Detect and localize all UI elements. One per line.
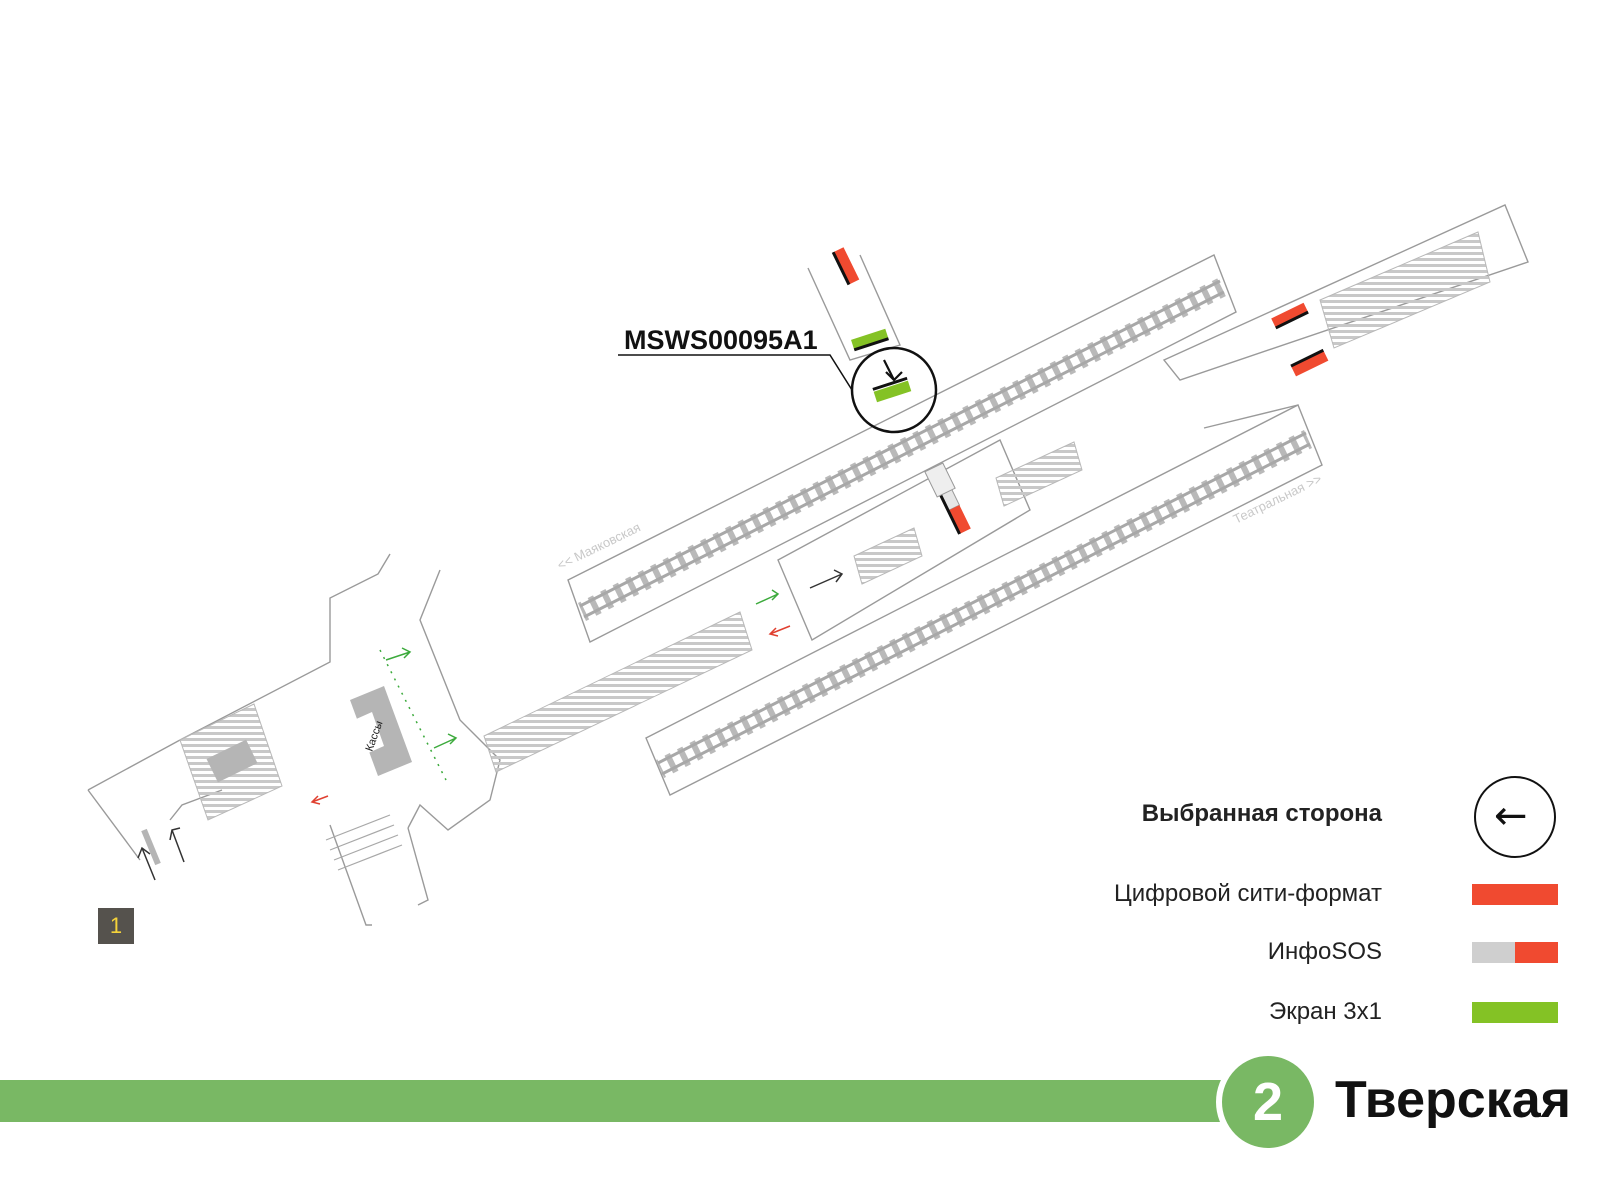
screen-3x1 — [851, 328, 912, 403]
escalator-center-right — [995, 441, 1083, 507]
infosos-unit — [924, 462, 971, 535]
escalator-vestibule — [179, 703, 283, 821]
ticket-office: Кассы — [350, 686, 412, 776]
escalator-right — [1319, 231, 1491, 349]
city-format-screens — [831, 247, 1329, 377]
legend-selected-side-label: Выбранная сторона — [1141, 800, 1382, 827]
station-name: Тверская — [1335, 1071, 1571, 1129]
escalator-center-left — [853, 527, 923, 585]
flow-arrows — [137, 569, 844, 881]
legend-infosos-label: ИнфоSOS — [1267, 938, 1382, 965]
track-upper — [578, 278, 1226, 621]
line-number-badge: 2 — [1216, 1050, 1320, 1154]
track-lower — [656, 430, 1312, 778]
sign-code-label: MSWS00095A1 — [624, 325, 818, 355]
metro-line-bar — [0, 1080, 1240, 1122]
selected-side-icon: ← — [1474, 776, 1556, 858]
legend-city-format-swatch — [1472, 884, 1558, 905]
legend-city-format-label: Цифровой сити-формат — [1113, 880, 1382, 907]
legend-screen-3x1-swatch — [1472, 1002, 1558, 1023]
escalator-main — [483, 611, 753, 773]
entrance-number-badge: 1 — [98, 908, 134, 944]
selected-sign-callout — [618, 346, 938, 434]
stairs-exit — [325, 814, 403, 871]
legend-screen-3x1-label: Экран 3х1 — [1268, 998, 1382, 1025]
legend-infosos-swatch — [1472, 942, 1558, 963]
